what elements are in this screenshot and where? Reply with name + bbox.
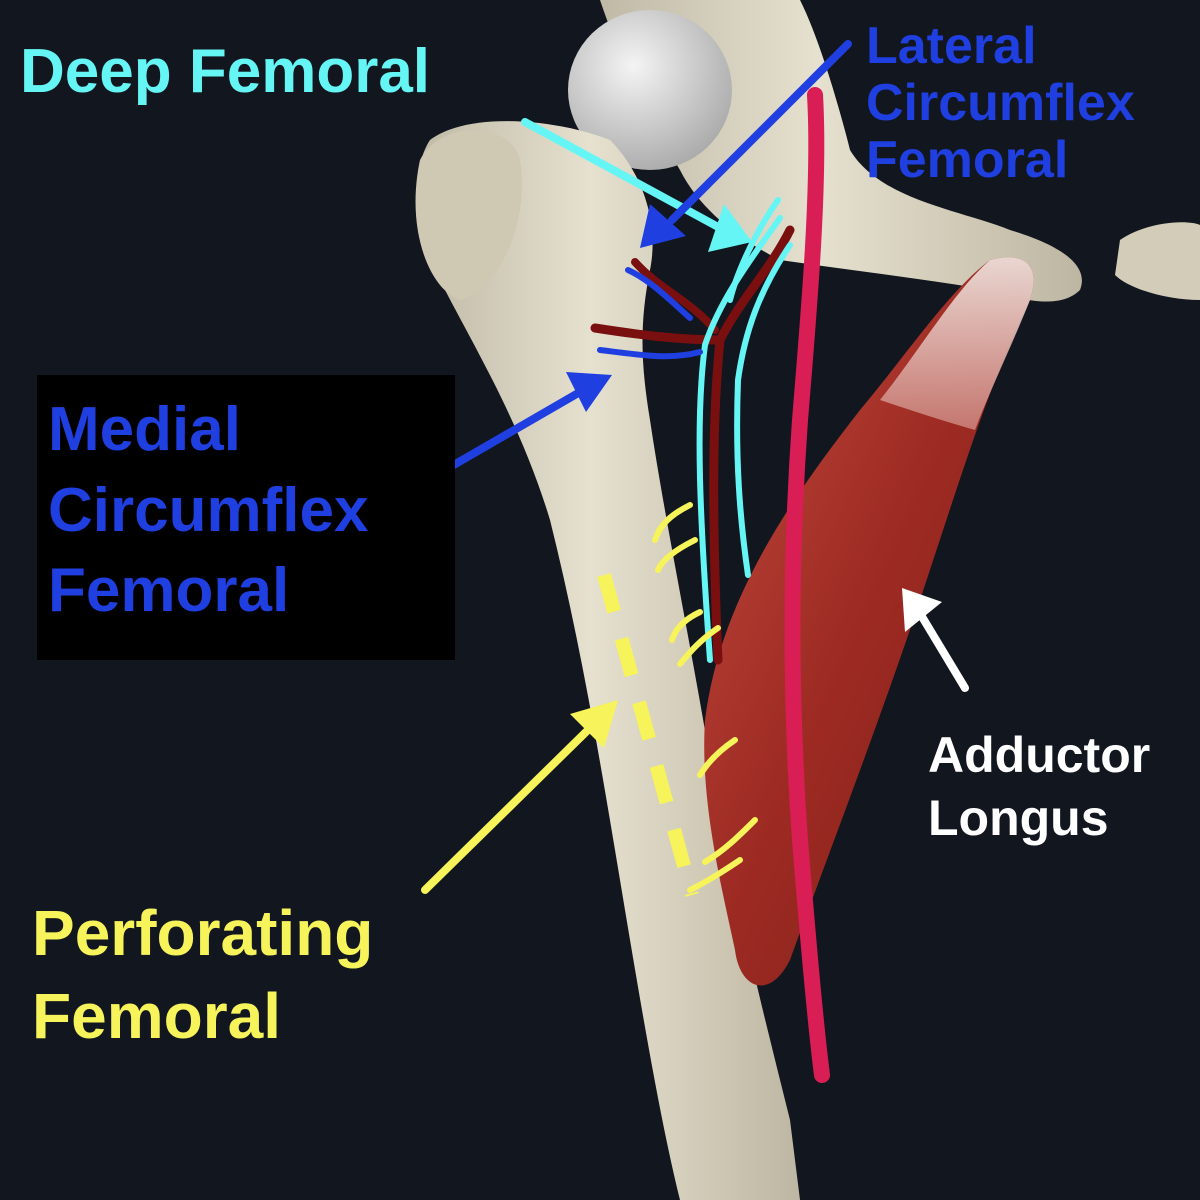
deep-femoral-label: Deep Femoral — [20, 38, 430, 106]
medial-circumflex-label: Medial Circumflex Femoral — [48, 390, 368, 632]
lateral-circumflex-branch — [635, 262, 715, 330]
pubic-bone — [1115, 222, 1200, 300]
label-line: Lateral — [866, 18, 1135, 75]
label-line: Longus — [928, 787, 1150, 850]
label-line: Femoral — [32, 975, 373, 1058]
adductor-longus-label: Adductor Longus — [928, 724, 1150, 849]
label-line: Adductor — [928, 724, 1150, 787]
adductor-arrow — [902, 588, 965, 688]
label-line: Circumflex — [866, 75, 1135, 132]
label-line: Circumflex — [48, 471, 368, 552]
label-line: Femoral — [48, 551, 368, 632]
perforating-arrow — [425, 700, 618, 890]
label-line: Perforating — [32, 892, 373, 975]
perforating-femoral-label: Perforating Femoral — [32, 892, 373, 1058]
lateral-circumflex-label: Lateral Circumflex Femoral — [866, 18, 1135, 190]
label-line: Femoral — [866, 132, 1135, 189]
label-line: Medial — [48, 390, 368, 471]
